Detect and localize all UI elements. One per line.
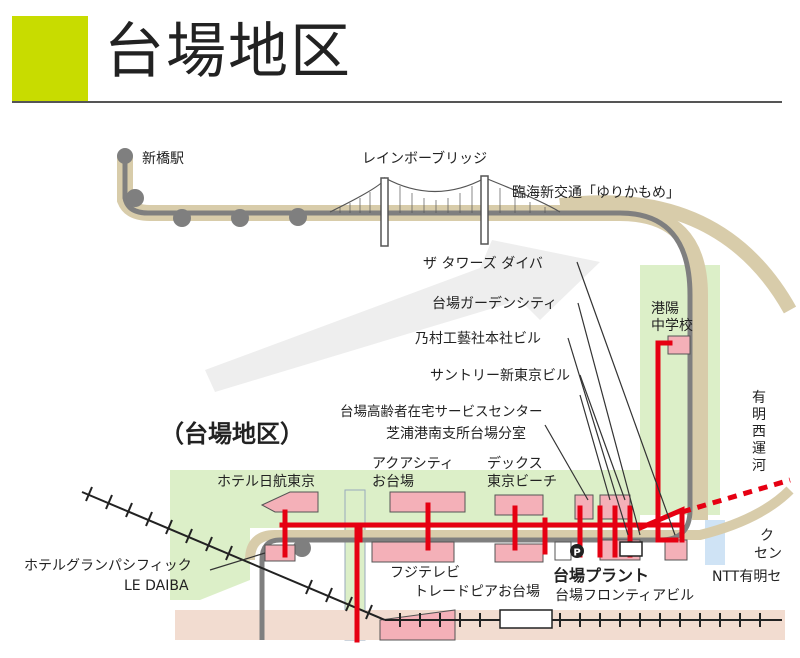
label-ntt: NTT有明セ [712,569,781,585]
area-label: （台場地区） [160,420,304,448]
page-title: 台場地区 [104,17,352,87]
label-ariake-2: 明 [752,407,766,423]
label-the-towers: ザ タワーズ ダイバ [423,256,543,272]
label-grand-pacific-2: LE DAIBA [124,578,189,594]
leader-lines [209,261,676,571]
label-elderly-center: 台場高齢者在宅サービスセンター [340,403,543,420]
label-nomura: 乃村工藝社本社ビル [415,331,541,347]
planned-pipe [681,477,791,515]
road-south [245,486,794,561]
label-grand-pacific-1: ホテルグランパシフィック [24,558,192,574]
label-ariake-3: 西 [752,424,766,440]
daiba-plant-marker [619,541,643,557]
road-east [559,195,797,314]
label-cut-2: セン [754,546,782,562]
label-cut-1: ク [760,528,774,544]
label-school-1: 港陽 [651,301,679,317]
label-ariake-5: 河 [752,458,766,474]
rainbow-bridge-structure [329,175,561,247]
label-yurikamome: 臨海新交通「ゆりかもめ」 [512,184,680,201]
header-divider [12,101,782,103]
station-markers [117,148,311,557]
background-arrow [205,240,600,392]
jr-railway [81,486,782,629]
label-shibaura-office: 芝浦港南支所台場分室 [386,425,526,442]
label-hotel-nikko: ホテル日航東京 [217,474,315,490]
label-rainbow-bridge: レインボーブリッジ [362,150,487,167]
label-fuji-tv: フジテレビ [390,565,460,581]
label-suntory: サントリー新東京ビル [430,368,570,384]
parking-icon-label: P [573,548,580,559]
label-garden-city: 台場ガーデンシティ [432,295,557,312]
header-accent-square [12,16,88,102]
label-decks-1: デックス [487,455,543,472]
label-school-2: 中学校 [651,317,693,334]
yurikamome-line [122,155,693,640]
label-aqua-2: お台場 [372,474,414,490]
label-ariake-1: 有 [752,390,766,406]
label-shinbashi: 新橋駅 [142,151,184,167]
label-aqua-1: アクアシティ [372,456,454,472]
label-trade-pia: トレードピアお台場 [414,584,540,600]
label-daiba-plant: 台場プラント [553,566,649,585]
label-frontier: 台場フロンティアビル [555,588,694,604]
label-ariake-4: 運 [752,441,766,457]
label-decks-2: 東京ビーチ [487,474,557,490]
header: 台場地区 [0,0,800,104]
parking-icon [570,544,584,558]
